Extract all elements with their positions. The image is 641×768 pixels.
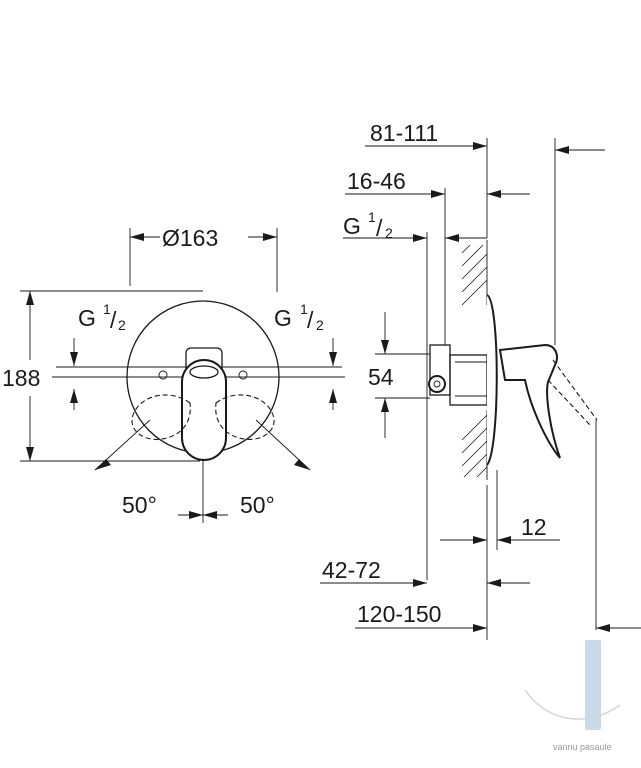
thread-left-label: G — [78, 305, 96, 331]
thread-right-den: 2 — [316, 317, 324, 333]
valve-cartridge — [449, 354, 488, 406]
thread-left-num: 1 — [103, 301, 111, 317]
wall-hatching — [461, 240, 488, 480]
thread-left-slash: / — [110, 307, 117, 333]
thread-right-label: G — [274, 305, 292, 331]
dim-depth-label: 42-72 — [322, 557, 381, 583]
handle-rotated-right — [215, 394, 275, 440]
lever-handle — [181, 359, 227, 461]
side-thread-slash: / — [376, 215, 383, 241]
dim-total-label: 81-111 — [370, 120, 438, 146]
thread-right-slash: / — [307, 307, 314, 333]
lever-grip — [189, 365, 219, 379]
escutcheon-side — [486, 294, 498, 466]
side-thread-den: 2 — [385, 225, 393, 241]
side-thread-num: 1 — [368, 209, 376, 225]
diameter-label: Ø163 — [162, 225, 218, 251]
dim-offset-label: 12 — [521, 514, 547, 540]
angle-left-label: 50° — [122, 492, 157, 518]
handle-rotated-left — [131, 394, 191, 440]
lever-side — [498, 343, 561, 459]
dim-body-label: 54 — [368, 364, 394, 390]
dim-plate-label: 16-46 — [347, 168, 406, 194]
watermark-text: vannu pasaule — [553, 742, 612, 752]
dim-overall-label: 120-150 — [357, 601, 441, 627]
front-view: Ø163 188 G 1 / 2 G 1 / 2 — [2, 225, 345, 523]
watermark-logo: vannu pasaule — [524, 640, 621, 752]
thread-left-den: 2 — [118, 317, 126, 333]
side-view: 81-111 16-46 G 1 / 2 54 12 — [320, 120, 641, 640]
height-label: 188 — [2, 365, 40, 391]
side-thread-label: G — [343, 213, 361, 239]
connector — [428, 375, 446, 393]
angle-right-label: 50° — [240, 492, 275, 518]
thread-right-num: 1 — [300, 301, 308, 317]
